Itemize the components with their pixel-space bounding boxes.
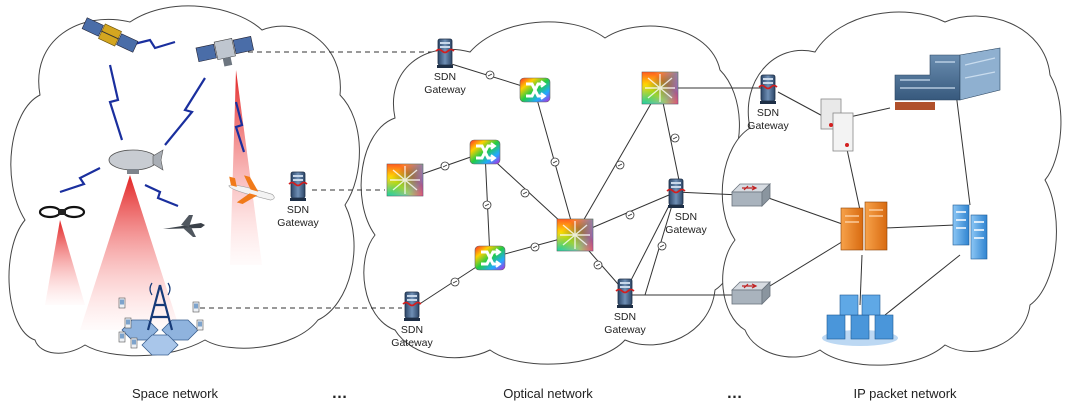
uav-icon: [163, 215, 205, 237]
wireless-link: [59, 167, 101, 194]
ip-switch: [731, 281, 771, 305]
gateway-label: SDN: [675, 211, 697, 223]
network-label-ip: IP packet network: [853, 386, 957, 401]
gateway-label: Gateway: [424, 84, 466, 96]
ground-station-icon: [118, 282, 204, 356]
separator-dots: …: [332, 385, 349, 402]
airship-icon: [108, 149, 164, 174]
gateway-label: Gateway: [391, 337, 433, 349]
sdn-gateway: SDN Gateway: [604, 278, 646, 336]
server-icon: [820, 98, 854, 152]
airplane-icon: [228, 175, 275, 204]
optical-switch: [468, 138, 502, 166]
sdn-gateway: SDN Gateway: [747, 74, 789, 132]
server-cluster-icon: [840, 201, 888, 251]
beam-airship: [80, 175, 180, 330]
wireless-link: [144, 184, 179, 208]
ip-switch: [731, 183, 771, 207]
gateway-label: SDN: [401, 324, 423, 336]
network-label-optical: Optical network: [503, 386, 593, 401]
gateway-label: Gateway: [665, 224, 707, 236]
roadm-node: [386, 163, 424, 197]
wireless-link: [164, 77, 206, 146]
optical-network: SDN Gateway SDN Gateway SDN Gateway SDN …: [386, 38, 768, 349]
drone-icon: [38, 205, 86, 219]
storage-rack-icon: [952, 204, 988, 260]
satellite-icon: [195, 35, 254, 67]
network-label-space: Space network: [132, 386, 218, 401]
sdn-gateway: SDN Gateway: [277, 171, 319, 229]
gateway-label: Gateway: [747, 120, 789, 132]
beam-satellite: [230, 70, 262, 265]
space-network-cloud: [8, 5, 360, 357]
server-group-icon: [822, 294, 898, 346]
inter-network-links: [200, 51, 432, 309]
optical-switch: [473, 244, 507, 272]
ip-packet-network-cloud: [721, 11, 1062, 366]
roadm-node: [641, 71, 679, 105]
gateway-label: Gateway: [277, 217, 319, 229]
gateway-label: SDN: [434, 71, 456, 83]
sdn-gateway: SDN Gateway: [424, 38, 466, 96]
roadm-node: [556, 218, 594, 252]
gateway-label: SDN: [614, 311, 636, 323]
wireless-link: [234, 101, 246, 153]
separator-dots: …: [727, 385, 744, 402]
optical-switch: [518, 76, 552, 104]
beam-drone: [45, 220, 85, 305]
sdn-gateway: SDN Gateway: [665, 178, 707, 236]
building-icon: [894, 47, 1001, 110]
sdn-gateway: SDN Gateway: [391, 291, 433, 349]
space-network: SDN Gateway: [38, 17, 319, 356]
wireless-link: [129, 38, 176, 50]
gateway-label: SDN: [287, 204, 309, 216]
wireless-link: [108, 64, 124, 141]
gateway-label: SDN: [757, 107, 779, 119]
gateway-label: Gateway: [604, 324, 646, 336]
satellite-icon: [81, 17, 139, 53]
ip-packet-network: SDN Gateway: [731, 47, 1001, 346]
